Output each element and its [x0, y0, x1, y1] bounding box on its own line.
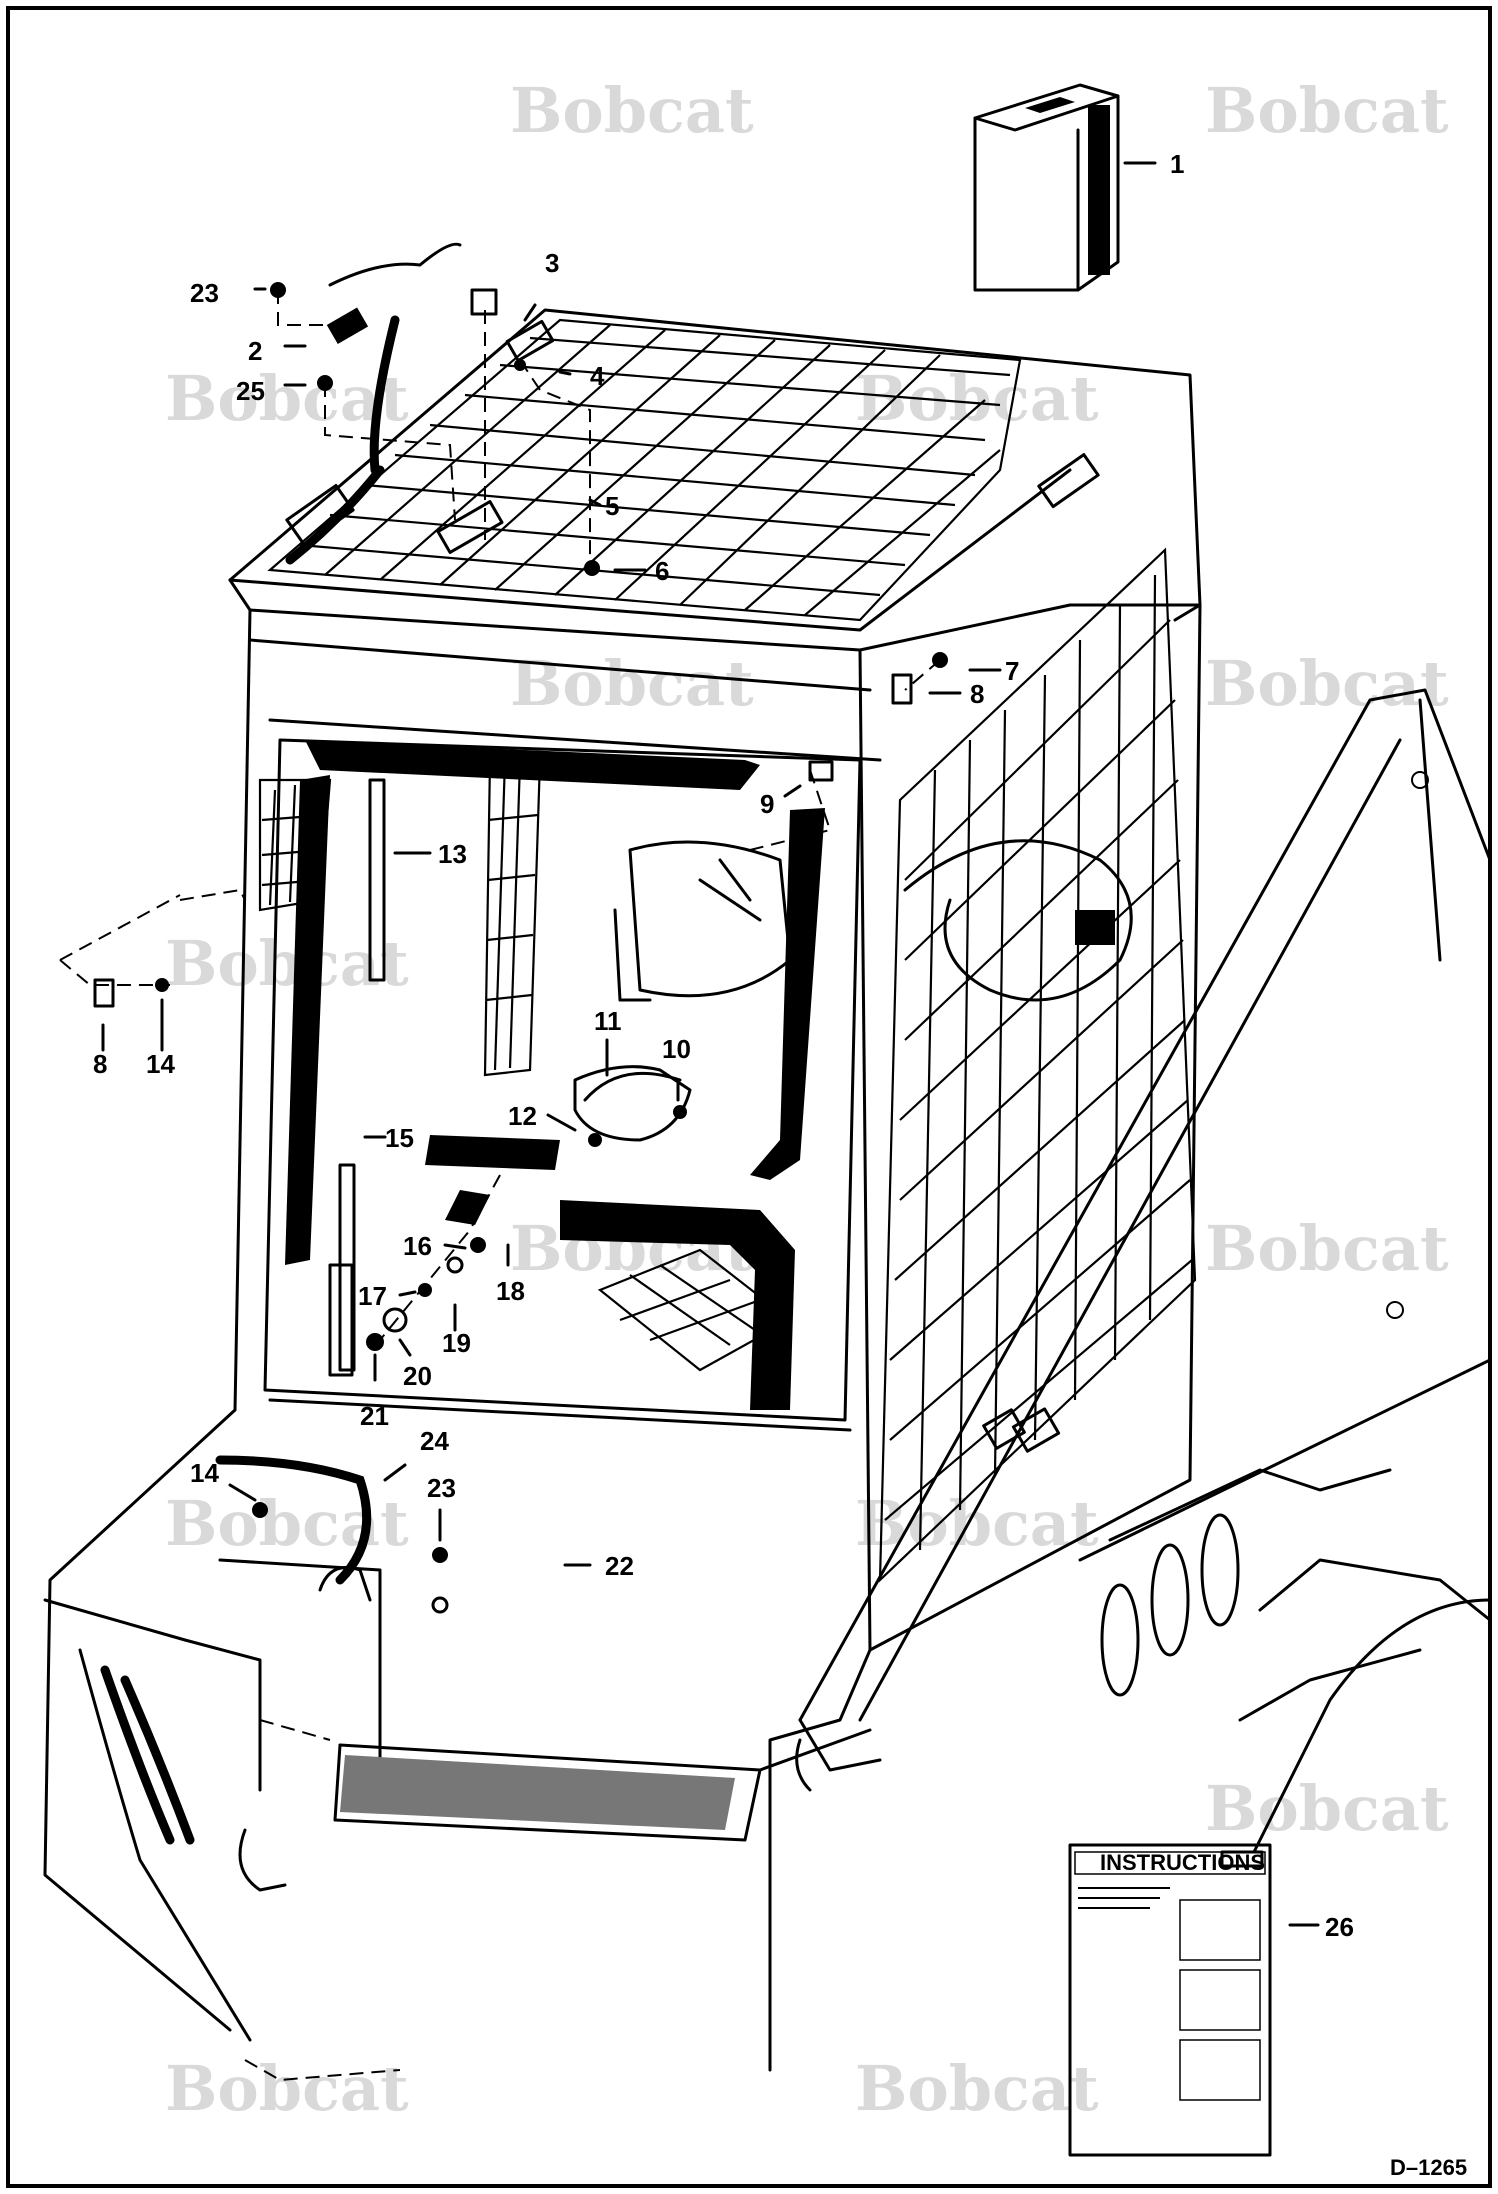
- watermarks: Bobcat Bobcat Bobcat Bobcat Bobcat Bobca…: [165, 74, 1449, 2125]
- callout-12: 12: [508, 1101, 537, 1131]
- part-kit-box: [973, 83, 1120, 292]
- callout-23a: 23: [190, 278, 219, 308]
- callout-6: 6: [655, 556, 669, 586]
- svg-text:Bobcat: Bobcat: [855, 2052, 1099, 2125]
- svg-text:Bobcat: Bobcat: [1205, 74, 1449, 147]
- callout-22: 22: [605, 1551, 634, 1581]
- door-frame-seals: [263, 738, 862, 1422]
- watermark-logo: Bobcat: [1205, 74, 1449, 147]
- svg-text:Bobcat: Bobcat: [165, 362, 409, 435]
- watermark-logo: Bobcat: [1205, 647, 1449, 720]
- callout-20: 20: [403, 1361, 432, 1391]
- callout-21: 21: [360, 1401, 389, 1431]
- svg-text:Bobcat: Bobcat: [165, 927, 409, 1000]
- callout-7: 7: [1005, 656, 1019, 686]
- callout-17: 17: [358, 1281, 387, 1311]
- drawing-code: D–1265: [1390, 2155, 1467, 2180]
- callout-4: 4: [590, 361, 605, 391]
- loader-body: [43, 1398, 872, 2072]
- cab-interior: [258, 758, 792, 1372]
- callout-26: 26: [1325, 1912, 1354, 1942]
- callout-8b: 8: [93, 1049, 107, 1079]
- callout-3: 3: [545, 248, 559, 278]
- svg-text:Bobcat: Bobcat: [510, 647, 754, 720]
- diagram-border: [6, 6, 1492, 2188]
- callout-2: 2: [248, 336, 262, 366]
- watermark-logo: Bobcat: [165, 927, 409, 1000]
- cab-frame: [233, 603, 1202, 1652]
- callout-23b: 23: [427, 1473, 456, 1503]
- watermark-logo: Bobcat: [510, 74, 754, 147]
- svg-text:Bobcat: Bobcat: [1205, 1212, 1449, 1285]
- svg-text:Bobcat: Bobcat: [1205, 1772, 1449, 1845]
- watermark-logo: Bobcat: [165, 362, 409, 435]
- callout-15: 15: [385, 1123, 414, 1153]
- svg-text:Bobcat: Bobcat: [510, 74, 754, 147]
- callout-24: 24: [420, 1426, 449, 1456]
- watermark-logo: Bobcat: [855, 2052, 1099, 2125]
- lift-arm: [798, 688, 1492, 1862]
- callout-16: 16: [403, 1231, 432, 1261]
- instruction-sheet: INSTRUCTIONS: [1068, 1843, 1272, 2157]
- callout-9: 9: [760, 789, 774, 819]
- svg-text:Bobcat: Bobcat: [165, 2052, 409, 2125]
- callout-18: 18: [496, 1276, 525, 1306]
- callout-1: 1: [1170, 149, 1184, 179]
- instruction-sheet-title: INSTRUCTIONS: [1100, 1850, 1265, 1875]
- callouts: 1 2 3 4 5 6 7 8 9 13 8 14 11 10 12 15 16…: [93, 149, 1354, 1942]
- watermark-logo: Bobcat: [1205, 1772, 1449, 1845]
- callout-14b: 14: [190, 1458, 219, 1488]
- watermark-logo: Bobcat: [1205, 1212, 1449, 1285]
- callout-25: 25: [236, 376, 265, 406]
- callout-11: 11: [594, 1006, 622, 1036]
- callout-13: 13: [438, 839, 467, 869]
- hose-assembly-left: [215, 242, 462, 1602]
- callout-5: 5: [605, 491, 619, 521]
- watermark-logo: Bobcat: [165, 1487, 409, 1560]
- svg-text:Bobcat: Bobcat: [165, 1487, 409, 1560]
- watermark-logo: Bobcat: [165, 2052, 409, 2125]
- side-screen-mesh: [878, 547, 1197, 1583]
- svg-text:Bobcat: Bobcat: [1205, 647, 1449, 720]
- callout-leaders: [101, 161, 1320, 1927]
- callout-8a: 8: [970, 679, 984, 709]
- watermark-logo: Bobcat: [510, 647, 754, 720]
- callout-14a: 14: [146, 1049, 175, 1079]
- callout-10: 10: [662, 1034, 691, 1064]
- callout-19: 19: [442, 1328, 471, 1358]
- assembly-lines: [59, 290, 941, 2082]
